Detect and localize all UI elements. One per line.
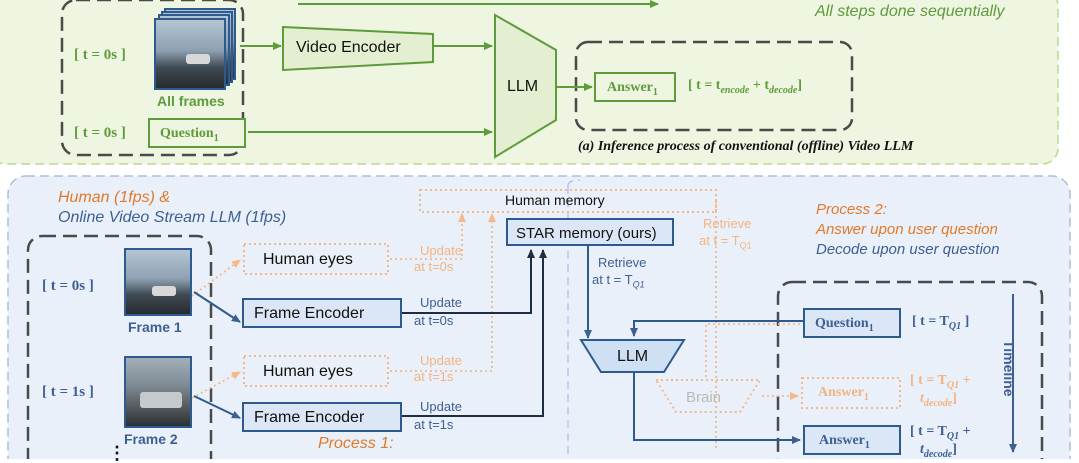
question-label: Question bbox=[160, 126, 214, 141]
frame-thumbnail bbox=[154, 18, 226, 90]
retrieve-line1: Retrieve bbox=[598, 255, 647, 270]
answer-subscript: 1 bbox=[652, 86, 658, 98]
answer-box-top: Answer1 bbox=[594, 72, 676, 102]
answer-time-line2: tdecode] bbox=[920, 442, 957, 460]
retrieve-line2: at t = TQ1 bbox=[592, 272, 645, 290]
human-title-line1: Human (1fps) & bbox=[58, 189, 171, 206]
frame-encoder-1-label: Frame Encoder bbox=[254, 305, 365, 322]
process2-line1: Answer upon user question bbox=[816, 221, 998, 238]
more-frames-ellipsis: ⋮ bbox=[108, 443, 126, 463]
human-eyes-1: Human eyes bbox=[263, 251, 353, 268]
question-box-bottom: Question1 bbox=[803, 308, 901, 338]
all-frames-stack bbox=[154, 8, 240, 92]
retrieve-dim-line1: Retrieve bbox=[703, 216, 752, 231]
answer-time-top: [ t = tencode + tdecode] bbox=[688, 78, 802, 96]
human-memory-label: Human memory bbox=[505, 192, 605, 208]
offline-caption: (a) Inference process of conventional (o… bbox=[578, 139, 914, 154]
video-encoder-shape bbox=[282, 25, 434, 72]
frame1-label: Frame 1 bbox=[128, 319, 182, 335]
question-box-top: Question1 bbox=[148, 118, 246, 148]
update-2b: at t=1s bbox=[414, 417, 454, 432]
frame-encoder-1-box: Frame Encoder bbox=[242, 298, 402, 328]
llm-label-bottom: LLM bbox=[617, 348, 649, 365]
frames-time-label: [ t = 0s ] bbox=[74, 47, 126, 63]
human-title-line2: Online Video Stream LLM (1fps) bbox=[58, 209, 287, 226]
frame1-thumbnail bbox=[124, 248, 192, 316]
answer-label: Answer bbox=[607, 80, 653, 95]
answer-bottom-label: Answer bbox=[819, 433, 865, 448]
question-subscript: 1 bbox=[213, 132, 219, 144]
update-1a: Update bbox=[420, 295, 462, 310]
timeline-label: Timeline bbox=[1001, 340, 1017, 397]
video-encoder-label: Video Encoder bbox=[296, 39, 401, 56]
update-dim-2b: at t=1s bbox=[414, 369, 454, 384]
answer-dim-time-line1: [ t = TQ1 + bbox=[910, 373, 971, 391]
sequential-note: All steps done sequentially bbox=[815, 3, 1005, 20]
update-1b: at t=0s bbox=[414, 313, 454, 328]
process2-line2: Decode upon user question bbox=[816, 241, 1000, 258]
frame2-time-label: [ t = 1s ] bbox=[42, 384, 94, 400]
all-frames-label: All frames bbox=[157, 93, 225, 109]
star-memory-label: STAR memory (ours) bbox=[516, 225, 657, 242]
process1-title: Process 1: bbox=[318, 435, 394, 452]
frame1-time-label: [ t = 0s ] bbox=[42, 278, 94, 294]
update-dim-2a: Update bbox=[420, 353, 462, 368]
answer-dim-label: Answer1 bbox=[818, 385, 869, 403]
answer-box-bottom: Answer1 bbox=[803, 425, 901, 455]
answer-time-line1: [ t = TQ1 + bbox=[910, 424, 971, 442]
frame-encoder-2-box: Frame Encoder bbox=[242, 402, 402, 432]
frame-encoder-2-label: Frame Encoder bbox=[254, 409, 365, 426]
human-eyes-2: Human eyes bbox=[263, 363, 353, 380]
brain-label: Brain bbox=[686, 389, 722, 406]
question-time-label: [ t = 0s ] bbox=[74, 125, 126, 141]
online-panel bbox=[7, 175, 1071, 459]
star-memory-box: STAR memory (ours) bbox=[506, 218, 674, 246]
frame2-thumbnail bbox=[124, 356, 192, 428]
llm-shape-top bbox=[494, 13, 557, 159]
question-bottom-label: Question bbox=[815, 316, 869, 331]
answer-dim-time-line2: tdecode] bbox=[920, 391, 957, 409]
update-2a: Update bbox=[420, 399, 462, 414]
frame2-label: Frame 2 bbox=[124, 431, 178, 447]
llm-shape-bottom bbox=[579, 339, 686, 373]
process2-title: Process 2: bbox=[816, 201, 887, 218]
question-time-bottom: [ t = TQ1 ] bbox=[912, 314, 970, 332]
llm-label-top: LLM bbox=[507, 78, 539, 95]
retrieve-dim-line2: at t = TQ1 bbox=[699, 233, 752, 251]
update-dim-1a: Update bbox=[420, 243, 462, 258]
update-dim-1b: at t=0s bbox=[414, 259, 454, 274]
